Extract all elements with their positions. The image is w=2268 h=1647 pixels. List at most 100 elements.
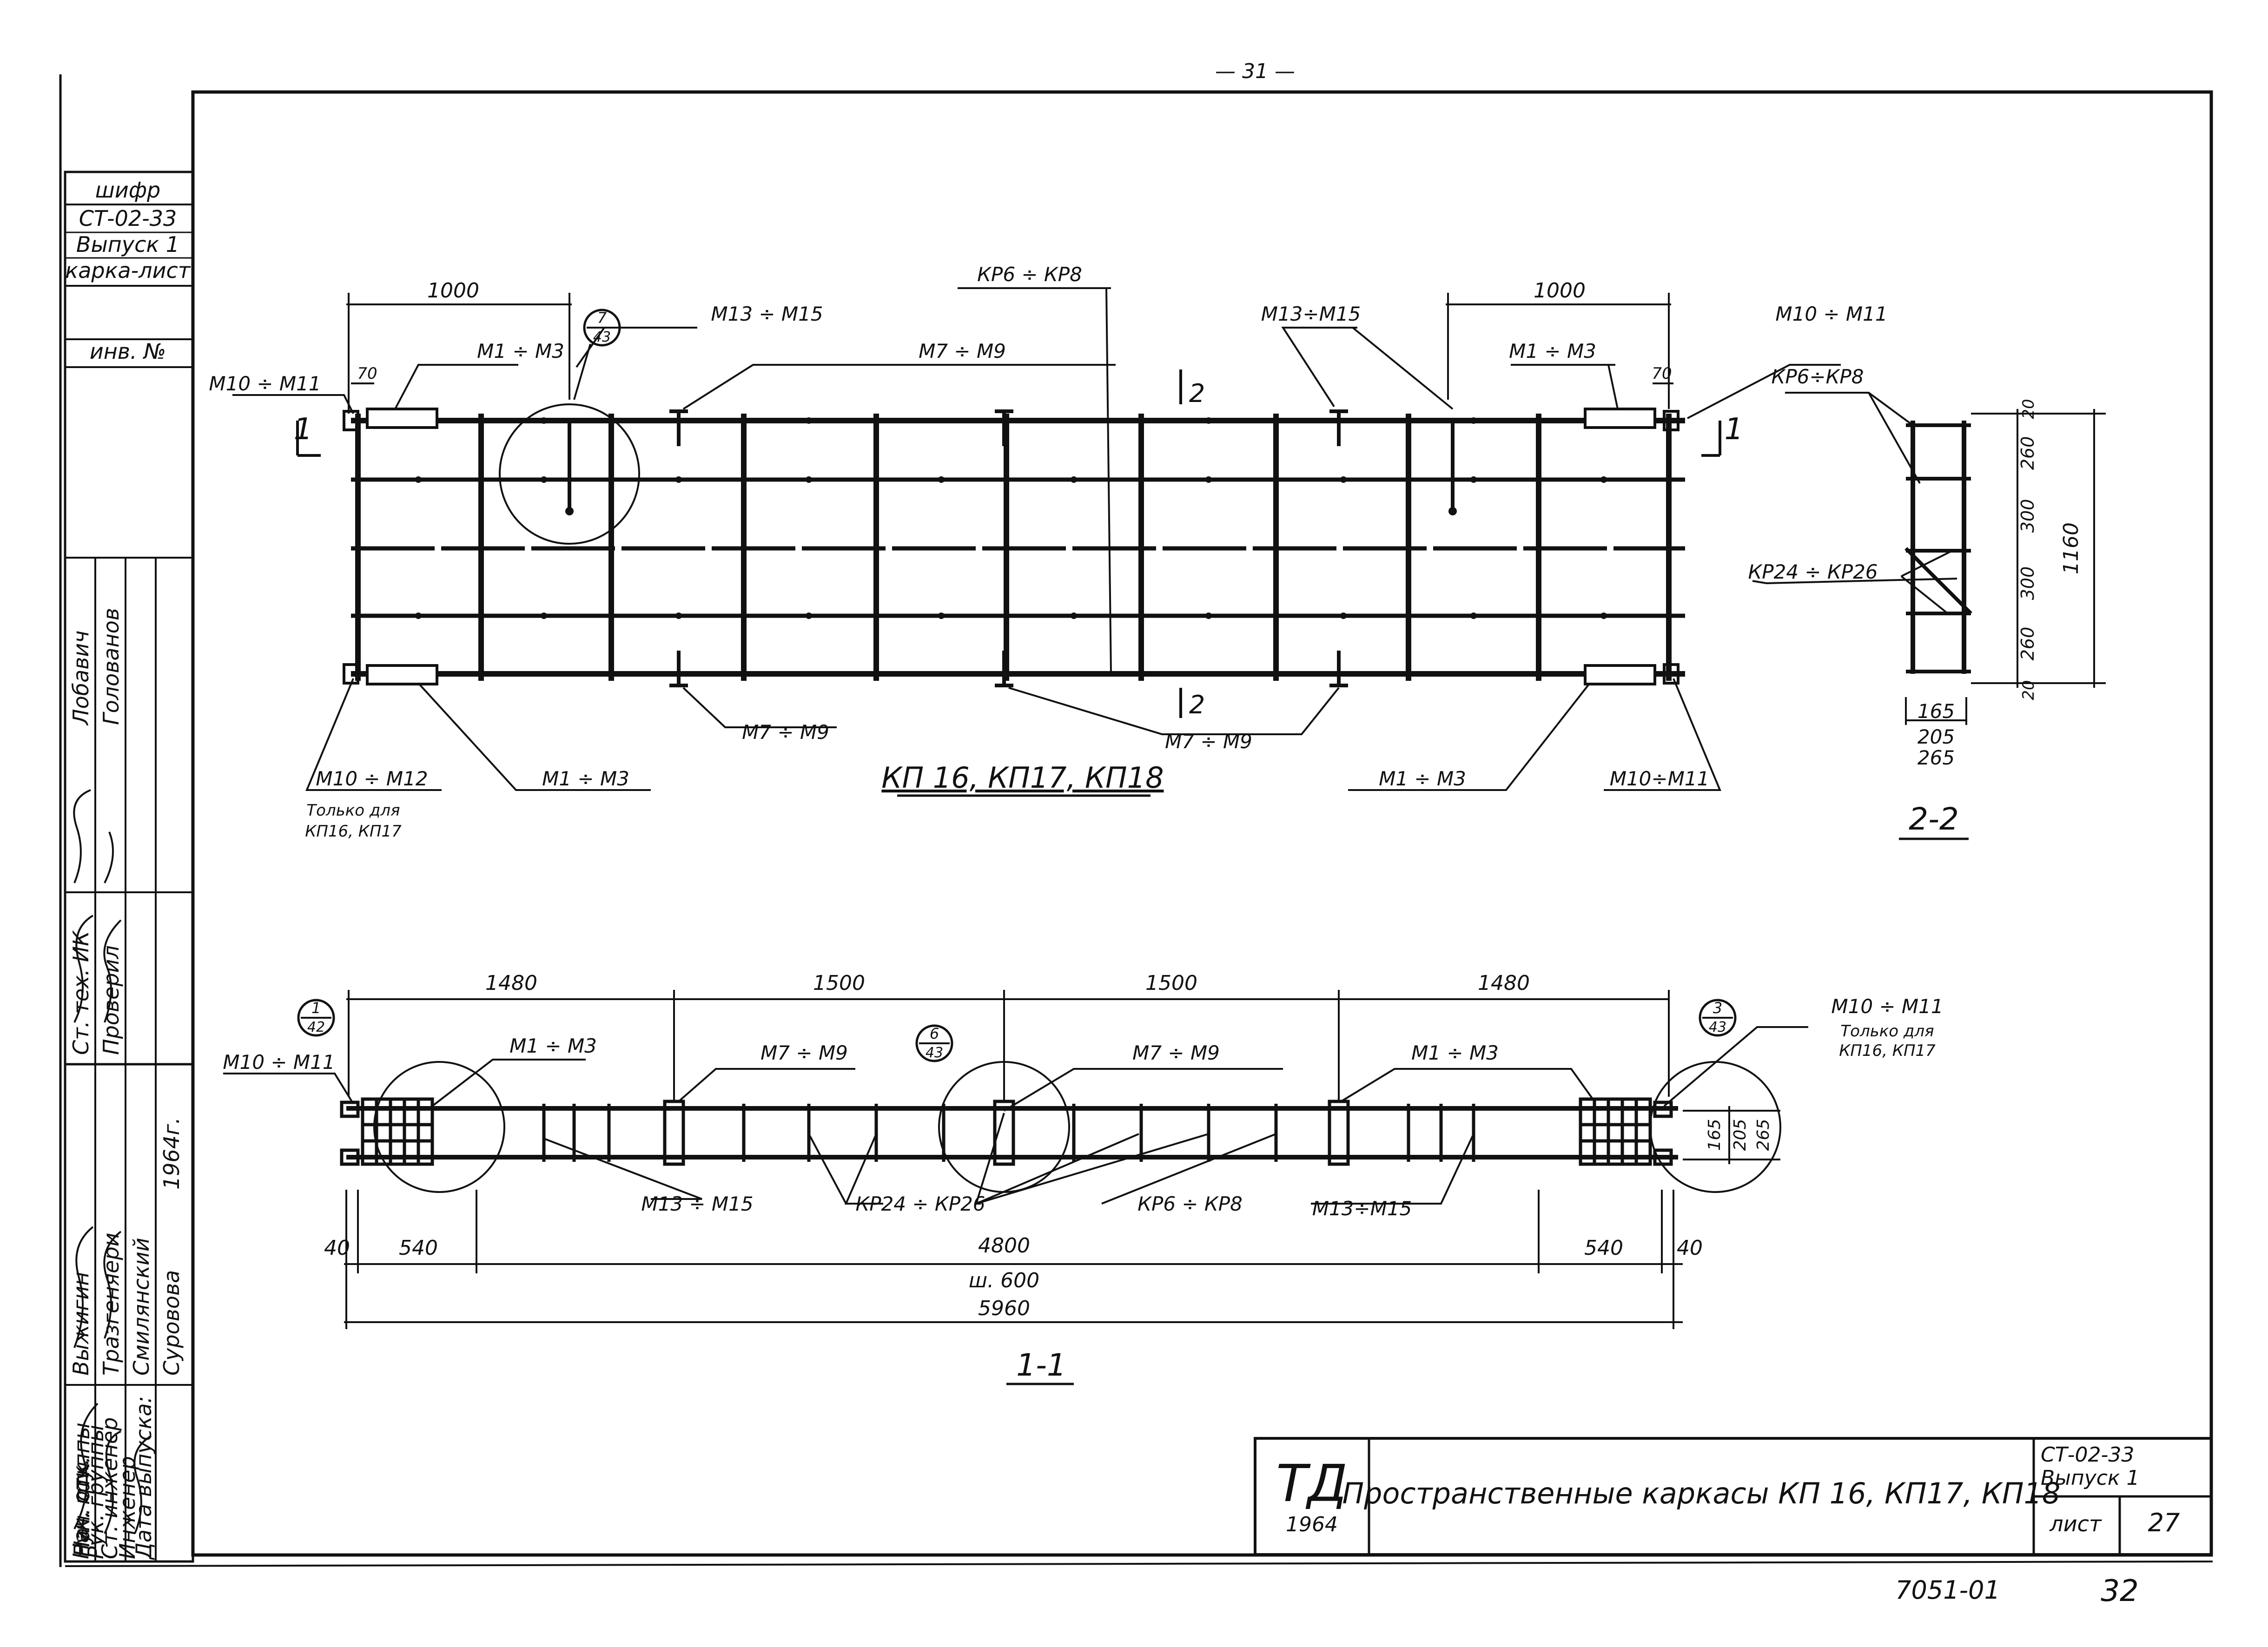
s11-label-m10-m11-left: М10 ÷ М11 (223, 1051, 335, 1074)
label-m1-m3-top-left: М1 ÷ М3 (477, 340, 564, 362)
label-only-for-1: Только для (306, 801, 400, 820)
s11-label-m10-m11-right: М10 ÷ М11 (1831, 995, 1943, 1018)
label-m10-m11-left: М10 ÷ М11 (209, 372, 321, 395)
s11-label-m7-m9-right: М7 ÷ М9 (1132, 1041, 1220, 1064)
label-m1-m3-top-right: М1 ÷ М3 (1509, 340, 1596, 362)
page-number-top: — 31 — (1215, 59, 1295, 83)
label-kr6-kr8-top: КР6 ÷ КР8 (977, 263, 1082, 286)
s11-top-dim-3: 1480 (1478, 971, 1530, 995)
cut-2-top: 2 (1189, 379, 1205, 408)
s11-right-dim-2: 265 (1754, 1119, 1773, 1151)
s11-dim-right: 540 (1584, 1236, 1623, 1260)
stamp-inv-label: инв. № (90, 339, 166, 364)
stamp-code: СТ-02-33 (79, 206, 177, 231)
stamp-col1-1: Рук. группы (83, 1425, 108, 1559)
s11-label-m7-m9-left: М7 ÷ М9 (760, 1041, 848, 1064)
s11-right-dim-1: 205 (1731, 1119, 1750, 1151)
s11-label-only-for-2: КП16, КП17 (1839, 1041, 1936, 1060)
label-m13-m15-left: М13 ÷ М15 (711, 303, 823, 325)
s11-dim-left: 540 (399, 1236, 438, 1260)
page-number-bottom: 32 (2101, 1574, 2138, 1608)
s22-vdim-4: 260 (2017, 627, 2038, 661)
plan-dim-right: 1000 (1534, 279, 1586, 303)
cut-2-bottom: 2 (1189, 690, 1205, 719)
s22-title: 2-2 (1909, 801, 1959, 837)
callout-6-bottom: 43 (926, 1045, 943, 1061)
label-m1-m3-bot-left: М1 ÷ М3 (542, 767, 629, 790)
s11-dim-mid: 4800 (978, 1234, 1030, 1258)
stamp-col1-4: Дата выпуска: (131, 1396, 156, 1560)
stamp-col4-0: Лобавич (68, 631, 93, 726)
s11-top-dim-2: 1500 (1145, 971, 1197, 995)
s22-overall: 1160 (2059, 522, 2083, 574)
s11-label-only-for-1: Только для (1840, 1022, 1934, 1041)
s11-dim-overall: 5960 (978, 1297, 1030, 1320)
s11-dim-step: ш. 600 (969, 1269, 1039, 1292)
stamp-sheet-word: карка-лист (65, 258, 191, 283)
doc-number: 7051-01 (1895, 1575, 2000, 1605)
stamp-col1-0: Нач. отк. (68, 1458, 93, 1559)
stamp-col2-4: 1964г. (159, 1117, 184, 1190)
stamp-col3-0: Ст. тех. ИК (68, 930, 93, 1055)
stamp-col1: Нач. отк. Рук. группы (69, 1423, 94, 1557)
label-m7-m9-bot-mid: М7 ÷ М9 (1165, 730, 1252, 753)
stamp-code-header: шифр (95, 178, 161, 203)
s22-vdim-2: 300 (2017, 499, 2038, 533)
callout-3-bottom: 43 (1709, 1019, 1726, 1035)
s11-title: 1-1 (1016, 1347, 1066, 1383)
s11-label-kr24-kr26: КР24 ÷ КР26 (855, 1192, 985, 1215)
s11-right-dim-0: 165 (1705, 1119, 1724, 1151)
plan-dim-right-small: 70 (1652, 364, 1672, 383)
callout-7-top: 7 (597, 309, 607, 327)
s11-label-m13-m15-left: М13 ÷ М15 (641, 1192, 753, 1215)
s22-label-kr24-kr26: КР24 ÷ КР26 (1748, 560, 1878, 583)
stamp-col2-2: Смилянский (129, 1238, 154, 1376)
label-m13-m15-right: М13÷М15 (1261, 303, 1361, 325)
s11-top-dim-0: 1480 (485, 971, 537, 995)
s22-vdim-0: 20 (2019, 399, 2038, 419)
plan-title: КП 16, КП17, КП18 (881, 761, 1164, 795)
logo-td: ТД (1276, 1454, 1347, 1513)
s11-top-dim-1: 1500 (813, 971, 865, 995)
label-m10-m11-bot-right: М10÷М11 (1610, 767, 1710, 790)
s22-vdim-3: 300 (2017, 567, 2038, 600)
title-year: 1964 (1286, 1513, 1338, 1536)
sheet-label: лист (2049, 1511, 2102, 1536)
s22-w2: 205 (1918, 725, 1955, 748)
title-block: ТД 1964 Пространственные каркасы КП 16, … (1254, 1437, 2213, 1556)
label-m7-m9-top: М7 ÷ М9 (919, 340, 1006, 362)
s22-vdim-1: 260 (2017, 436, 2038, 470)
plan-dim-left-small: 70 (357, 364, 377, 383)
callout-1-top: 1 (311, 999, 321, 1017)
cut-1-left: 1 (294, 412, 313, 447)
side-stamp: шифр СТ-02-33 Выпуск 1 карка-лист инв. №… (64, 171, 194, 1563)
svg-text:Нач. отк.: Нач. отк. (69, 1456, 94, 1557)
sheet-number: 27 (2148, 1508, 2180, 1537)
s11-dim-left-edge: 40 (324, 1236, 350, 1260)
s11-label-m1-m3-right: М1 ÷ М3 (1411, 1041, 1499, 1064)
stamp-col2-3: Суровова (159, 1270, 184, 1376)
s22-label-kr6-kr8: КР6÷КР8 (1772, 365, 1864, 388)
callout-3-top: 3 (1713, 999, 1722, 1017)
bottom-margin-line (65, 1561, 2213, 1567)
stamp-issue: Выпуск 1 (76, 232, 179, 257)
plan-view: 7 43 1000 1000 70 70 1 1 2 2 (209, 263, 1887, 841)
signature-scribbles (73, 789, 152, 1534)
label-only-for-2: КП16, КП17 (305, 822, 402, 841)
s22-w1: 165 (1918, 700, 1955, 723)
callout-6-top: 6 (930, 1025, 939, 1042)
s11-label-kr6-kr8: КР6 ÷ КР8 (1137, 1192, 1243, 1215)
s11-label-m1-m3-left: М1 ÷ М3 (509, 1034, 597, 1057)
section-1-1: 1 42 6 43 3 43 1480 1500 1500 1480 (223, 971, 1944, 1385)
drawing-title: Пространственные каркасы КП 16, КП17, КП… (1342, 1476, 2061, 1510)
stamp-col4-1: Голованов (99, 608, 124, 725)
title-code: СТ-02-33 (2041, 1443, 2134, 1467)
label-m10-m11-right: М10 ÷ М11 (1775, 303, 1887, 325)
s22-vdim-5: 20 (2019, 680, 2038, 700)
s22-w3: 265 (1918, 746, 1955, 769)
callout-1-bottom: 42 (307, 1019, 325, 1035)
label-m10-m12: М10 ÷ М12 (316, 767, 428, 790)
plan-dim-left: 1000 (427, 279, 479, 303)
label-m1-m3-bot-right: М1 ÷ М3 (1379, 767, 1466, 790)
s11-label-m13-m15-right: М13÷М15 (1312, 1197, 1412, 1220)
